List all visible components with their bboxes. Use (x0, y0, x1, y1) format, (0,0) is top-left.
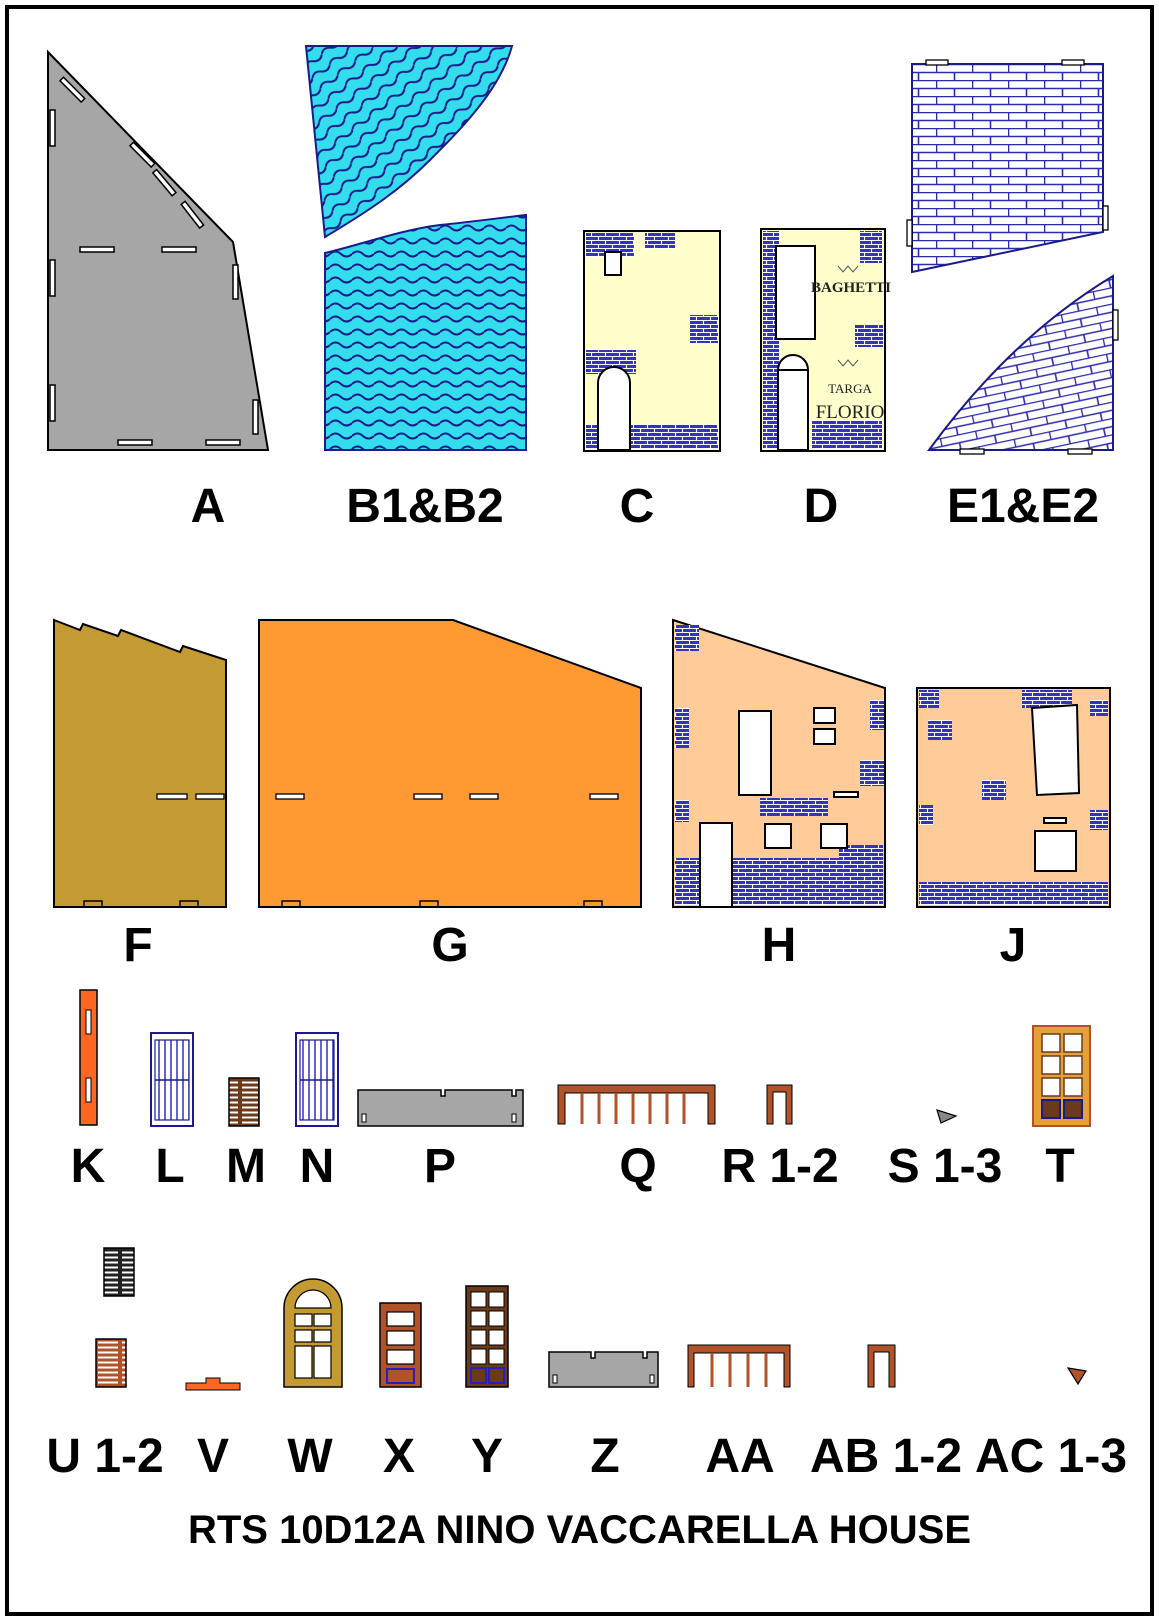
part-p (357, 1089, 524, 1127)
sign-top: BAGHETTI (811, 280, 891, 296)
part-y (465, 1285, 509, 1388)
part-aa (687, 1344, 791, 1388)
label-w: W (287, 1430, 333, 1483)
label-h: H (761, 919, 797, 972)
part-l (150, 1032, 194, 1127)
label-b1-b2: B1&B2 (346, 480, 504, 533)
part-t (1032, 1025, 1091, 1127)
label-u: U 1-2 (46, 1430, 164, 1483)
label-m: M (226, 1140, 266, 1193)
sign-bottom-2: FLORIO (816, 402, 885, 423)
part-q (557, 1084, 716, 1125)
part-k (79, 989, 98, 1126)
part-d: BAGHETTI TARGA FLORIO (760, 228, 891, 452)
part-a (47, 49, 270, 451)
part-n (295, 1032, 339, 1127)
label-g: G (431, 919, 469, 972)
sign-bottom-1: TARGA (828, 381, 872, 396)
label-k: K (70, 1140, 106, 1193)
label-f: F (123, 919, 153, 972)
part-h (672, 618, 886, 908)
part-g (258, 619, 642, 908)
part-z (548, 1351, 659, 1388)
part-m (228, 1077, 260, 1127)
label-e1-e2: E1&E2 (946, 480, 1100, 533)
label-s: S 1-3 (887, 1140, 1003, 1193)
label-x: X (382, 1430, 415, 1483)
label-t: T (1045, 1140, 1075, 1193)
label-ab: AB 1-2 (810, 1430, 963, 1483)
label-a: A (190, 480, 226, 533)
label-d: D (803, 480, 839, 533)
part-e1-e2 (906, 59, 1119, 455)
label-q: Q (619, 1140, 657, 1193)
part-b1-b2 (304, 45, 527, 451)
part-w (283, 1278, 343, 1388)
part-f (53, 618, 227, 908)
part-c (583, 230, 721, 452)
part-s (936, 1109, 958, 1124)
label-r: R 1-2 (721, 1140, 839, 1193)
part-ac (1066, 1367, 1087, 1386)
label-c: C (619, 480, 655, 533)
part-r (766, 1084, 793, 1125)
label-v: V (196, 1430, 229, 1483)
label-ac: AC 1-3 (975, 1430, 1128, 1483)
part-u (95, 1247, 135, 1388)
part-v (185, 1377, 241, 1391)
label-n: N (299, 1140, 335, 1193)
part-ab (867, 1344, 896, 1388)
part-j (916, 687, 1111, 908)
label-aa: AA (705, 1430, 775, 1483)
label-l: L (155, 1140, 185, 1193)
label-z: Z (590, 1430, 620, 1483)
label-y: Y (470, 1430, 503, 1483)
sheet-title: RTS 10D12A NINO VACCARELLA HOUSE (187, 1508, 972, 1552)
label-j: J (999, 919, 1027, 972)
label-p: P (423, 1140, 456, 1193)
part-x (379, 1302, 422, 1388)
